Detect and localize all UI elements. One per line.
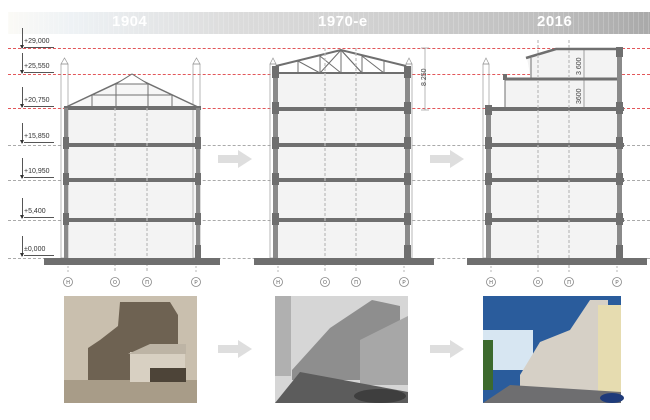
svg-text:О: О [113, 280, 117, 286]
dimension-label-2016-upper: 3 600 [576, 57, 583, 75]
section-2016 [467, 40, 647, 272]
level-marker: ±0,000 [20, 236, 54, 257]
level-label: +5,400 [24, 208, 46, 215]
arrow-right-icon [218, 340, 252, 358]
level-label: +25,550 [24, 63, 50, 70]
dimension-label-2016-lower: 3600 [576, 88, 583, 104]
timeline-band [8, 12, 650, 34]
level-line-29000 [8, 48, 650, 49]
year-label-1904: 1904 [112, 13, 148, 30]
photo-2016 [483, 296, 624, 403]
level-label: +29,000 [24, 38, 50, 45]
svg-text:О: О [536, 280, 540, 286]
svg-text:П: П [354, 280, 358, 286]
level-marker: +10,950 [20, 158, 54, 179]
level-label: +10,950 [24, 168, 50, 175]
svg-text:П: П [567, 280, 571, 286]
svg-text:П: П [145, 280, 149, 286]
dimension-label-1970s: 8 250 [421, 68, 428, 86]
year-label-2016: 2016 [537, 13, 573, 30]
axis-label-n: Н [66, 280, 70, 286]
section-1970s [254, 47, 434, 272]
level-marker: +29,000 [20, 28, 54, 49]
level-marker: +15,850 [20, 123, 54, 144]
svg-text:О: О [323, 280, 327, 286]
section-1904 [44, 57, 220, 272]
svg-text:Р: Р [615, 280, 619, 286]
year-label-1970s: 1970-е [318, 13, 368, 30]
svg-text:Н: Н [489, 280, 493, 286]
level-marker: +25,550 [20, 53, 54, 74]
svg-text:Р: Р [194, 280, 198, 286]
arrow-right-icon [218, 150, 252, 168]
level-label: +20,750 [24, 97, 50, 104]
axis-markers [63, 277, 622, 287]
photo-1904 [64, 296, 197, 403]
level-label: +15,850 [24, 133, 50, 140]
svg-text:Н: Н [276, 280, 280, 286]
level-marker: +5,400 [20, 198, 54, 219]
photo-1970s [275, 296, 408, 403]
level-marker: +20,750 [20, 87, 54, 108]
level-label: ±0,000 [24, 246, 46, 253]
arrow-right-icon [430, 340, 464, 358]
arrow-right-icon [430, 150, 464, 168]
svg-text:Р: Р [402, 280, 406, 286]
